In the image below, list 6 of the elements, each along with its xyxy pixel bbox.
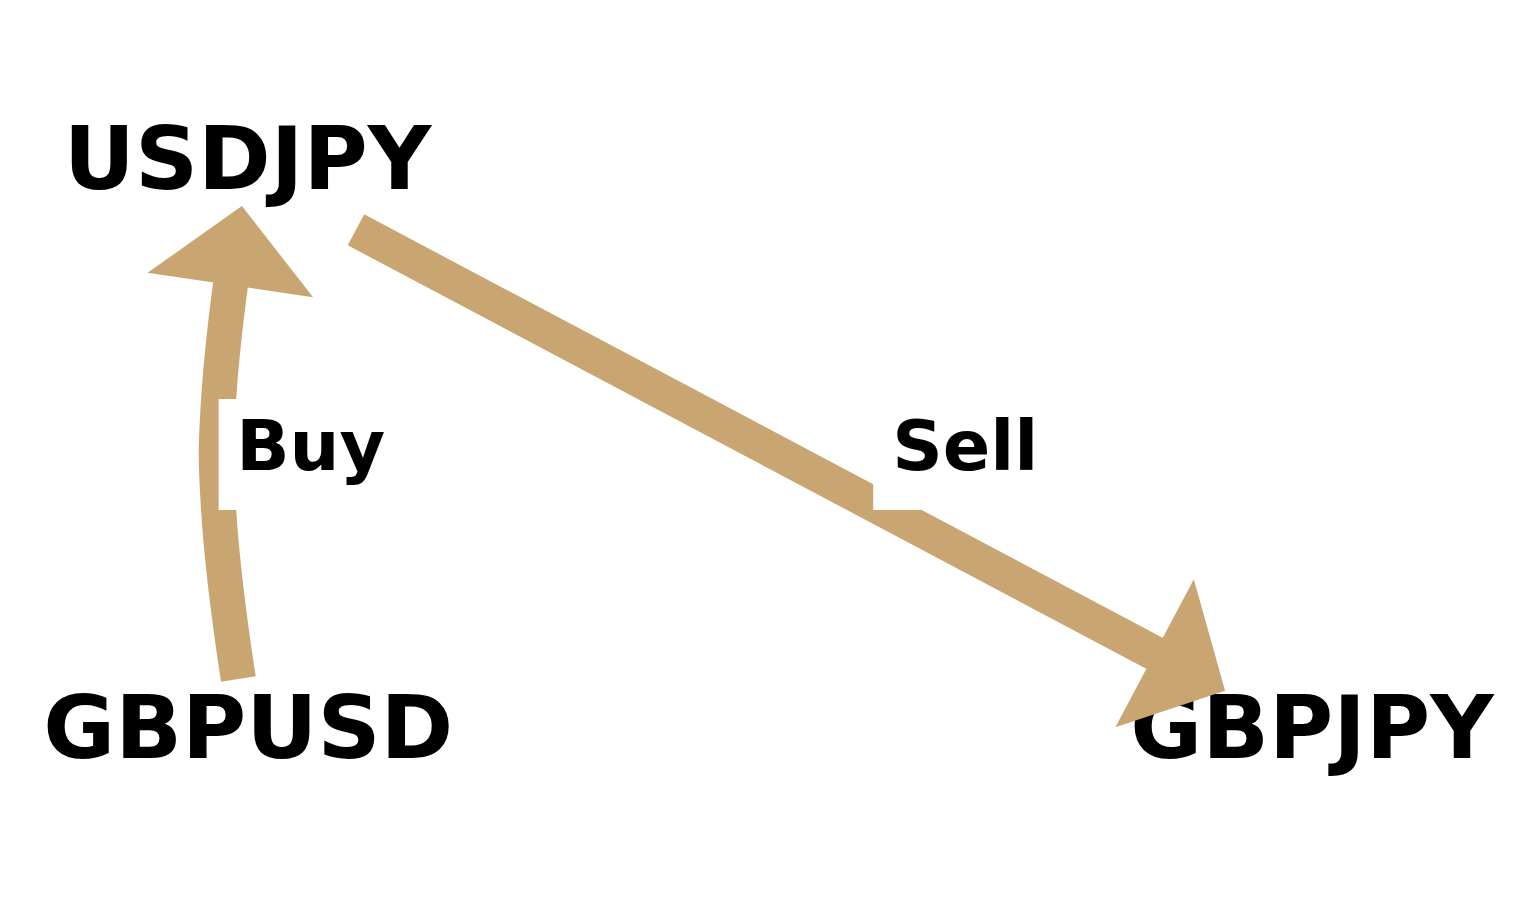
arrow xyxy=(347,214,1226,728)
edge-label: Buy xyxy=(236,404,386,487)
node-text: USDJPY xyxy=(63,107,432,210)
arrow xyxy=(147,206,314,682)
edge-label: Sell xyxy=(892,404,1039,487)
node-text: GBPUSD xyxy=(43,677,454,780)
